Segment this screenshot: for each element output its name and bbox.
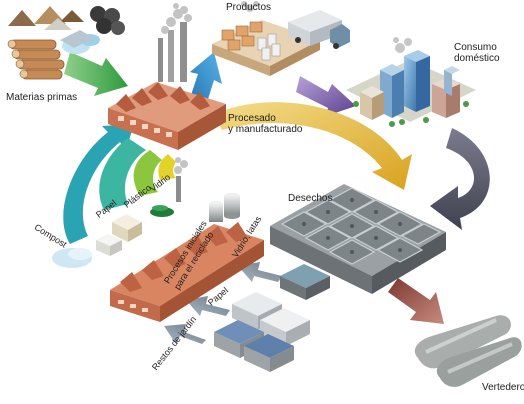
arrow-waste-to-paper (186, 296, 230, 316)
truck-illustration (288, 10, 350, 49)
products-label: Productos (226, 2, 272, 13)
plastic-cubes-illustration (112, 214, 142, 242)
arrow-processing-to-waste (214, 102, 412, 190)
recycling-plant-illustration (52, 157, 264, 322)
arrow-plastic-return (133, 150, 162, 196)
paper-bales-illustration (96, 234, 122, 256)
arrow-consumption-to-waste (430, 128, 490, 230)
glass-pile-illustration (150, 205, 174, 217)
arrow-raw-to-processing (64, 52, 128, 96)
sorted-bins-illustration (214, 264, 330, 372)
arrow-paper-return (99, 138, 146, 210)
arrow-waste-to-garden (164, 324, 206, 344)
waste-bins-illustration (270, 184, 446, 294)
landfill-illustration (414, 315, 522, 387)
processing-label-line1: Procesado (228, 113, 276, 124)
processing-label-line2: y manufacturado (228, 124, 303, 135)
products-illustration (212, 1, 350, 76)
processing-factory-illustration (108, 3, 226, 150)
city-illustration (346, 37, 476, 127)
arrow-glass-return (158, 154, 176, 180)
compost-pile-illustration (52, 248, 92, 268)
arrow-waste-to-glass-cans (238, 262, 282, 282)
consumption-label-line2: doméstico (454, 53, 500, 64)
arrow-compost-return (63, 124, 134, 244)
arrow-waste-to-landfill (388, 278, 444, 324)
arrow-products-to-consumption (296, 76, 356, 116)
raw-materials-label: Materias primas (6, 92, 78, 103)
landfill-label: Vertedero (482, 382, 524, 393)
waste-label: Desechos (288, 193, 333, 204)
raw-materials-illustration (7, 6, 125, 80)
consumption-label-line1: Consumo (454, 42, 497, 53)
